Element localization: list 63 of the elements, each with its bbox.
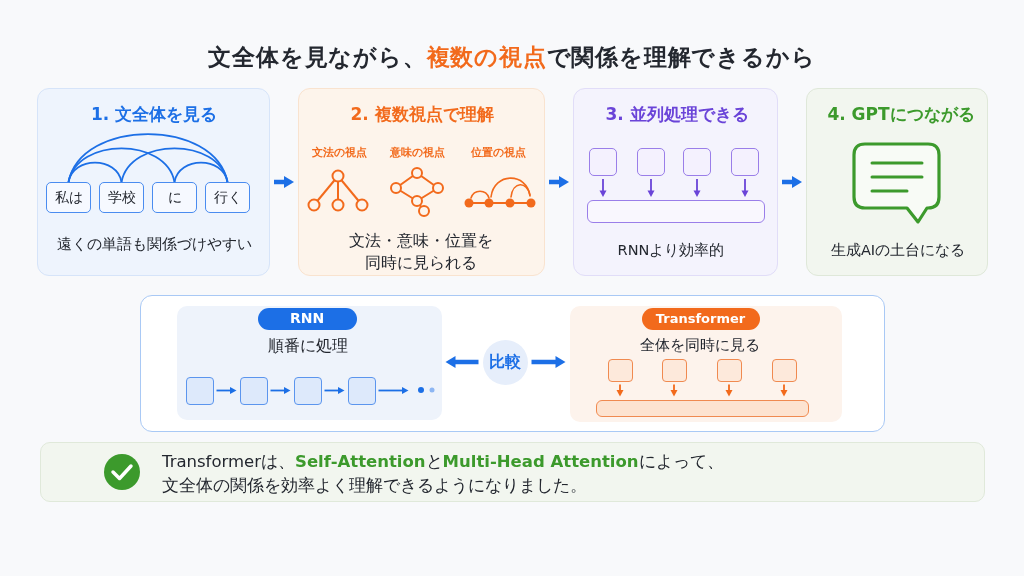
panel-caption: RNNより効率的 bbox=[617, 242, 725, 260]
token-box bbox=[661, 358, 687, 382]
panel-caption: 遠くの単語も関係づけやすい bbox=[56, 236, 252, 254]
panel-heading: 3. 並列処理できる bbox=[605, 104, 749, 125]
arc-line bbox=[67, 161, 123, 183]
step-box bbox=[185, 376, 214, 405]
arrow bbox=[647, 178, 655, 197]
panel-caption: 文法・意味・位置を同時に見られる bbox=[348, 231, 494, 274]
arrow bbox=[531, 356, 566, 368]
arrow bbox=[323, 387, 345, 394]
token-box bbox=[731, 148, 759, 176]
token-box bbox=[589, 148, 617, 176]
viewpoint-label: 意味の視点 bbox=[389, 146, 445, 160]
word-box: 行く bbox=[205, 182, 250, 213]
note-box bbox=[40, 442, 985, 502]
transformer-badge: Transformer bbox=[641, 307, 760, 330]
token-box bbox=[683, 148, 711, 176]
arrow bbox=[549, 176, 569, 188]
output-bar bbox=[595, 399, 809, 417]
arrow bbox=[741, 178, 749, 197]
compare-circle: 比較 bbox=[482, 339, 528, 385]
arrow bbox=[377, 387, 409, 394]
token-box bbox=[716, 358, 742, 382]
arrow bbox=[782, 176, 802, 188]
panel-heading: 4. GPTにつながる bbox=[827, 104, 975, 125]
panel-box bbox=[298, 88, 545, 276]
token-box bbox=[607, 358, 633, 382]
panel-caption: 全体を同時に見る bbox=[639, 335, 760, 354]
panel-caption: 順番に処理 bbox=[267, 336, 348, 356]
arrow bbox=[780, 383, 788, 397]
arrow bbox=[725, 383, 733, 397]
arrow bbox=[215, 387, 237, 394]
arc-line bbox=[173, 161, 229, 183]
word-box: に bbox=[152, 182, 197, 213]
arrow bbox=[599, 178, 607, 197]
word-box: 私は bbox=[46, 182, 91, 213]
arc-line bbox=[120, 147, 229, 183]
step-box bbox=[347, 376, 376, 405]
arrow bbox=[274, 176, 294, 188]
word-box: 学校 bbox=[99, 182, 144, 213]
title: 文全体を見ながら、複数の視点で関係を理解できるから bbox=[208, 44, 816, 72]
panel-caption: 生成AIの土台になる bbox=[830, 242, 966, 260]
step-box bbox=[293, 376, 322, 405]
arc-line bbox=[67, 147, 176, 183]
comparison-box bbox=[140, 295, 885, 432]
token-box bbox=[771, 358, 797, 382]
panel-heading: 2. 複数視点で理解 bbox=[350, 104, 494, 125]
rnn-panel bbox=[176, 305, 442, 420]
viewpoint-label: 文法の視点 bbox=[311, 146, 367, 160]
token-box bbox=[637, 148, 665, 176]
panel-box bbox=[37, 88, 270, 276]
panel-box bbox=[573, 88, 778, 276]
arrow bbox=[616, 383, 624, 397]
rnn-badge: RNN bbox=[257, 307, 357, 330]
output-bar bbox=[587, 200, 765, 223]
arrow bbox=[693, 178, 701, 197]
arrow bbox=[670, 383, 678, 397]
step-box bbox=[239, 376, 268, 405]
transformer-panel bbox=[569, 305, 842, 422]
panel-heading: 1. 文全体を見る bbox=[90, 104, 218, 125]
viewpoint-label: 位置の視点 bbox=[470, 146, 526, 160]
arrow bbox=[445, 356, 479, 368]
arrow bbox=[269, 387, 291, 394]
